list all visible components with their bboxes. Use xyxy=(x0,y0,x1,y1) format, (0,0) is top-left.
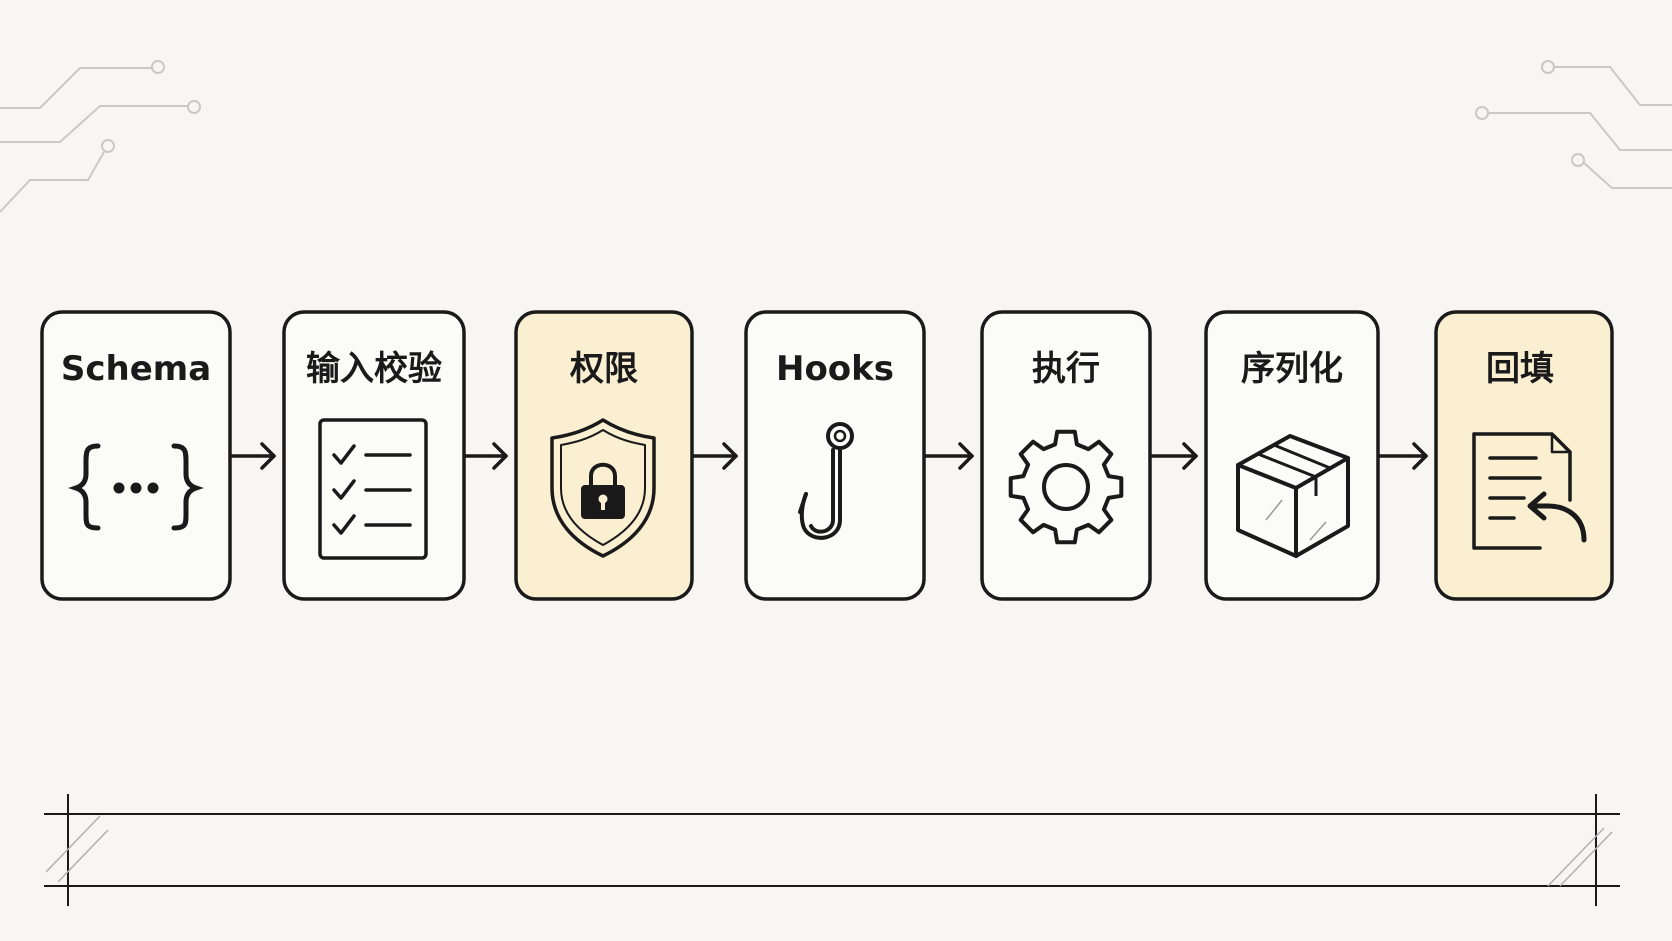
circuit-decoration-right xyxy=(1475,60,1672,189)
step-box xyxy=(1434,310,1614,601)
arrow-right-icon xyxy=(692,442,738,470)
bottom-frame-decoration xyxy=(44,794,1620,906)
step-hooks: Hooks xyxy=(744,310,926,601)
step-label: Schema xyxy=(61,349,211,389)
step-label: Hooks xyxy=(776,349,894,389)
step-label: 序列化 xyxy=(1241,349,1343,389)
step-label: 回填 xyxy=(1486,349,1554,389)
step-input-validation: 输入校验 xyxy=(282,310,466,601)
step-backfill: 回填 xyxy=(1434,310,1614,601)
shield-lock-icon xyxy=(550,418,656,558)
circuit-decoration-left xyxy=(0,60,201,213)
arrow-right-icon xyxy=(1150,442,1198,470)
arrow-right-icon xyxy=(230,442,276,470)
curly-braces-icon xyxy=(68,443,204,531)
step-label: 输入校验 xyxy=(306,349,442,389)
document-return-icon xyxy=(1472,432,1587,550)
hook-icon xyxy=(798,422,854,540)
pipeline-arrows xyxy=(230,442,1428,470)
checklist-icon xyxy=(318,418,428,560)
step-label: 权限 xyxy=(569,349,638,389)
gear-icon xyxy=(1008,429,1124,545)
arrow-right-icon xyxy=(1378,442,1428,470)
arrow-right-icon xyxy=(924,442,974,470)
step-execute: 执行 xyxy=(980,310,1152,601)
step-box xyxy=(514,310,694,601)
step-serialize: 序列化 xyxy=(1204,310,1380,601)
box-icon xyxy=(1236,434,1350,558)
step-box xyxy=(980,310,1152,601)
step-label: 执行 xyxy=(1032,349,1100,389)
step-permission: 权限 xyxy=(514,310,694,601)
pipeline-steps: Schema 输入校验 xyxy=(40,310,1614,601)
step-schema: Schema xyxy=(40,310,232,601)
arrow-right-icon xyxy=(464,442,508,470)
step-box xyxy=(1204,310,1380,601)
